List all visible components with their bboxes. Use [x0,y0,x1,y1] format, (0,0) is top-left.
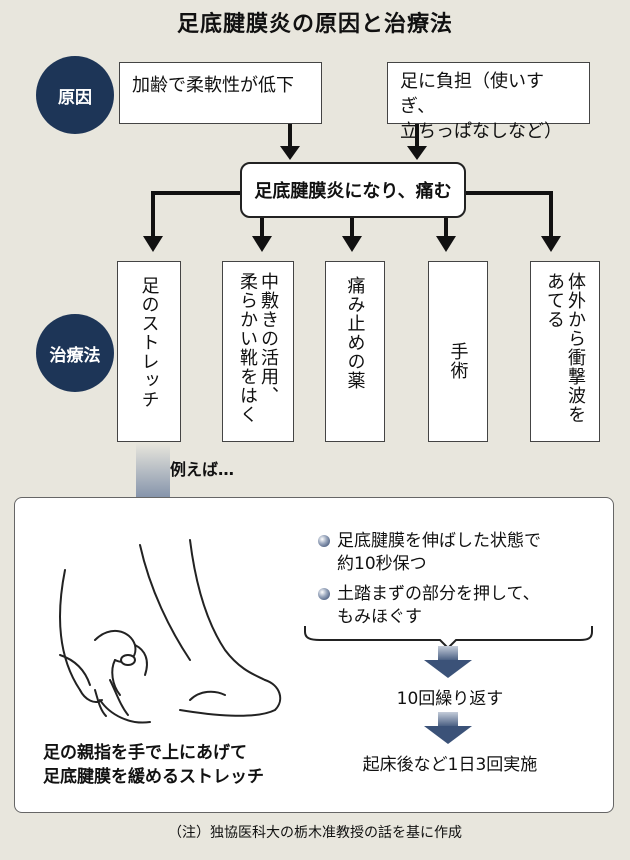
treatment-box-insole: 中敷きの活用、 柔らかい靴をはく [222,261,294,442]
stretch-step-2: 土踏まずの部分を押して、 もみほぐす [318,583,540,629]
arrow-head [541,236,561,252]
source-note: （注）独協医科大の栃木准教授の話を基に作成 [168,825,462,841]
condition-box: 足底腱膜炎になり、痛む [240,162,466,218]
illustration-caption: 足の親指を手で上にあげて 足底腱膜を緩めるストレッチ [43,741,264,789]
treatment-box-surgery: 手術 [428,261,488,442]
bullet-dot-icon [318,588,330,600]
condition-text: 足底腱膜炎になり、痛む [254,181,452,202]
stretch-panel [14,497,614,813]
treatment-text: 体外から衝撃波を あてる [544,272,586,424]
treatment-label: 治療法 [49,345,101,366]
treatment-label-circle: 治療法 [36,314,114,392]
example-label: 例えば… [170,460,235,479]
caption-line: 足の親指を手で上にあげて [43,743,247,763]
brace-line [304,626,593,650]
step-text: 約10秒保つ [337,554,427,574]
flow-arrows [143,124,561,252]
caption-line: 足底腱膜を緩めるストレッチ [43,767,264,787]
step-text: 土踏まずの部分を押して、 [337,584,540,604]
cause-text: 足に負担（使いすぎ、 [400,71,544,117]
cause-text: 立ちっぱなしなど） [400,121,562,142]
treatment-text: 中敷きの活用、 柔らかい靴をはく [237,272,279,424]
treatment-text: 手術 [447,342,469,380]
arrow-head [143,236,163,252]
arrow-head [342,236,362,252]
foot-stretch-illustration [59,539,282,724]
thumbnail-shape [120,654,136,666]
treatment-text: 足のストレッチ [138,276,160,409]
diagram-title: 足底腱膜炎の原因と治療法 [176,12,453,37]
cause-box-overuse: 足に負担（使いすぎ、 立ちっぱなしなど） [387,62,590,142]
arrow-head [436,236,456,252]
arrow-head [252,236,272,252]
treatment-box-shockwave: 体外から衝撃波を あてる [530,261,600,442]
repeat-text: 10回繰り返す [396,689,504,709]
schedule-text: 起床後など1日3回実施 [362,755,538,775]
cause-label: 原因 [58,87,92,108]
step-text: 足底腱膜を伸ばした状態で [337,531,541,551]
cause-box-aging: 加齢で柔軟性が低下 [119,62,322,124]
cause-text: 加齢で柔軟性が低下 [132,75,294,96]
cause-label-circle: 原因 [36,56,114,134]
treatment-box-stretch: 足のストレッチ [117,261,181,442]
treatment-text: 痛み止めの薬 [344,276,366,390]
treatment-box-painkiller: 痛み止めの薬 [325,261,385,442]
arrow-head [407,146,427,160]
bullet-dot-icon [318,535,330,547]
sequence-arrows [304,626,593,744]
stretch-step-1: 足底腱膜を伸ばした状態で 約10秒保つ [318,530,541,576]
arrow-head [280,146,300,160]
step-text: もみほぐす [337,607,422,627]
